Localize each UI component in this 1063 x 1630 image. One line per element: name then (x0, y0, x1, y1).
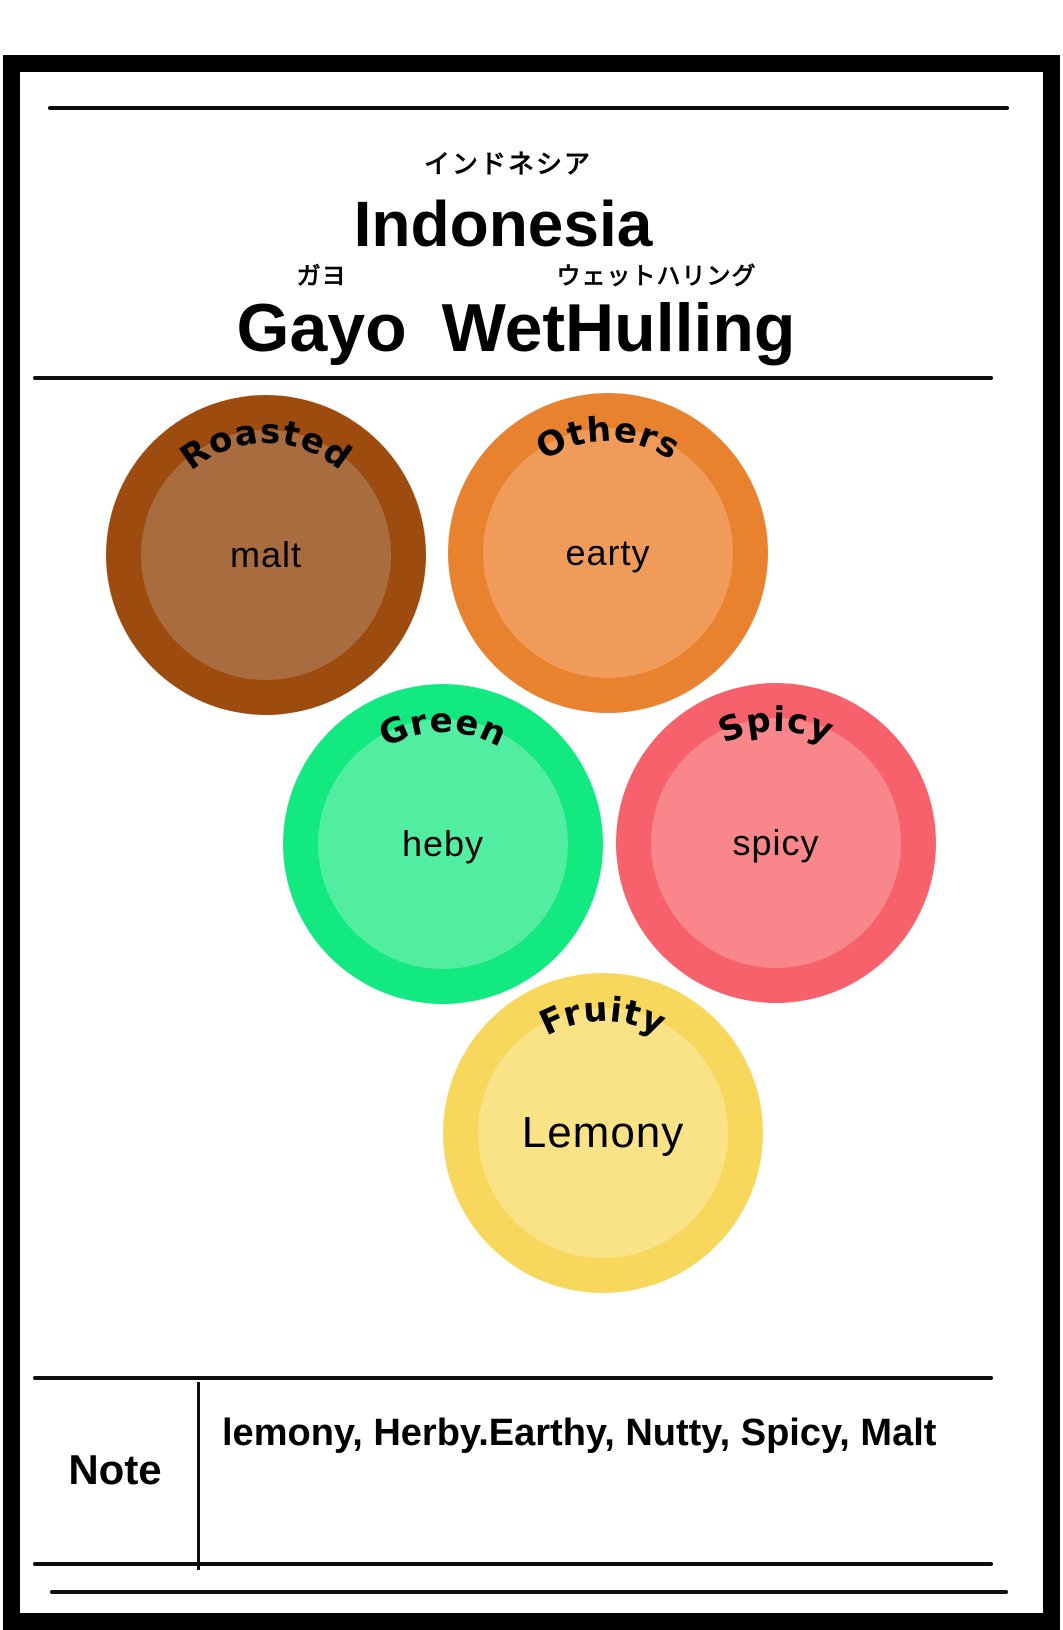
svg-text:Spicy: Spicy (713, 700, 840, 752)
category-arc-label-green: Green (373, 701, 513, 755)
svg-text:Green: Green (373, 701, 513, 755)
subtitle-word-gayo: Gayo (236, 290, 407, 366)
flavor-text: heby (401, 823, 485, 864)
note-top-rule (33, 1376, 993, 1380)
page-title: Indonesia (353, 188, 653, 260)
header-top-rule (48, 106, 1009, 110)
svg-text:Roasted: Roasted (173, 412, 359, 479)
flavor-circle-fruity: Fruity Lemony (443, 973, 763, 1293)
subtitle-ruby-gayo: ガヨ (296, 263, 347, 290)
category-arc-label-others: Others (530, 409, 687, 468)
circle-inner-disc (141, 430, 391, 680)
flavor-circle-roasted: Roasted malt (106, 395, 426, 715)
note-label: Note (68, 1446, 162, 1493)
flavor-circle-others: Others earty (448, 393, 768, 713)
subtitle-ruby-wethulling: ウェットハリング (556, 263, 757, 290)
circle-inner-disc (651, 718, 901, 968)
flavor-text: malt (229, 534, 303, 575)
subtitle: ガヨ Gayo ウェットハリング WetHulling (236, 263, 796, 367)
svg-text:Others: Others (530, 409, 687, 468)
svg-text:Fruity: Fruity (533, 989, 672, 1043)
title-ruby: インドネシア (423, 149, 593, 179)
subtitle-part-wethulling: ウェットハリング WetHulling (441, 263, 796, 367)
footer-rule (50, 1590, 1008, 1594)
note-label-cell: Note (33, 1377, 197, 1563)
flavor-text: spicy (732, 822, 820, 863)
category-arc-label-fruity: Fruity (533, 989, 672, 1043)
flavor-circle-spicy: Spicy spicy (616, 683, 936, 1003)
subtitle-word-wethulling: WetHulling (441, 290, 796, 366)
header-bottom-rule (33, 376, 993, 380)
flavor-circle-green: Green heby (283, 684, 603, 1004)
category-arc-label-spicy: Spicy (713, 700, 840, 752)
category-arc-label-roasted: Roasted (173, 412, 359, 479)
note-divider-line (197, 1382, 200, 1570)
note-bottom-rule (33, 1562, 993, 1566)
flavor-text: earty (565, 532, 651, 573)
subtitle-part-gayo: ガヨ Gayo (236, 263, 407, 367)
card-frame (3, 55, 1060, 1630)
note-text: lemony, Herby.Earthy, Nutty, Spicy, Malt (222, 1412, 937, 1454)
circle-inner-disc (318, 719, 568, 969)
flavor-text: Lemony (521, 1108, 685, 1157)
circle-inner-disc (478, 1008, 728, 1258)
circle-inner-disc (483, 428, 733, 678)
